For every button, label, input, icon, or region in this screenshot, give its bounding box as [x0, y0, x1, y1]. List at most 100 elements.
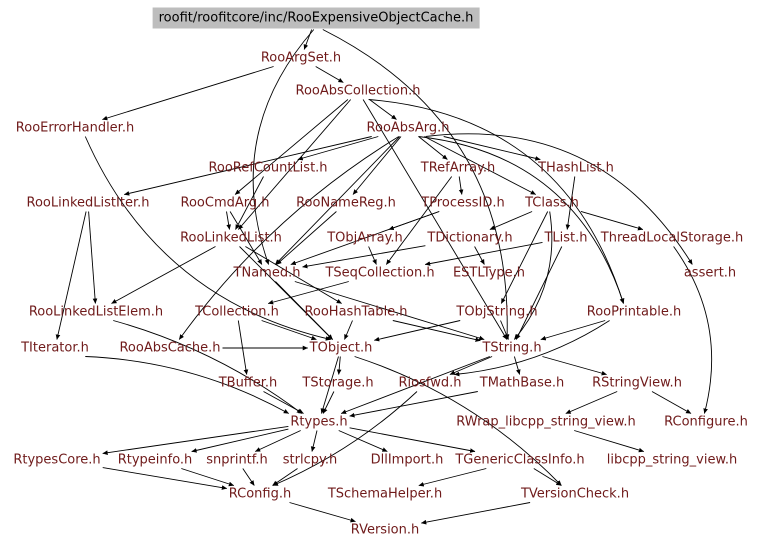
edge-rooabscollection-roolinkedlist	[237, 99, 352, 230]
edge-tstring-riosfwd	[449, 356, 493, 375]
edge-rooabsarg-roorefcountlist	[297, 136, 379, 161]
edge-rooabscollection-rooabsarg	[369, 99, 397, 120]
node-assert[interactable]: assert.h	[683, 265, 737, 281]
edge-titerator-rtypes	[85, 356, 289, 414]
node-tobjarray[interactable]: TObjArray.h	[327, 230, 403, 246]
edge-tstorage-rtypes	[322, 391, 335, 414]
edge-tversioncheck-rversion	[421, 502, 531, 525]
edge-tobject-rtypes	[320, 356, 339, 414]
edge-tprocessid-tnamed	[290, 211, 440, 266]
node-rwrap[interactable]: RWrap_libcpp_string_view.h	[456, 414, 636, 430]
node-rconfigure[interactable]: RConfigure.h	[664, 414, 748, 430]
edge-tclass-threadlocalstorage	[580, 210, 644, 231]
node-tmathbase[interactable]: TMathBase.h	[479, 375, 565, 391]
node-rstringview[interactable]: RStringView.h	[592, 375, 682, 391]
edge-threadlocalstorage-rconfigure	[673, 246, 713, 414]
edge-rooabsarg-tnamed	[274, 136, 401, 265]
node-tbuffer[interactable]: TBuffer.h	[218, 375, 278, 391]
node-tstring[interactable]: TString.h	[482, 340, 542, 356]
node-roolinkedlist[interactable]: RooLinkedList.h	[180, 230, 282, 246]
edge-roolinkedlistelem-rtypes	[113, 320, 303, 414]
node-tversioncheck[interactable]: TVersionCheck.h	[520, 486, 630, 502]
edge-tclass-tdictionary	[489, 211, 533, 230]
node-roolinkedlistelem[interactable]: RooLinkedListElem.h	[28, 304, 164, 320]
node-strlcpy[interactable]: strlcpy.h	[282, 452, 338, 468]
edge-rooabscollection-tstring	[362, 99, 508, 340]
edge-snprintf-rconfig	[242, 468, 255, 486]
node-tobjstring[interactable]: TObjString.h	[456, 304, 538, 320]
node-titerator[interactable]: TIterator.h	[21, 340, 89, 356]
edge-rooabsarg-tclass	[424, 136, 536, 195]
node-trefarray[interactable]: TRefArray.h	[420, 160, 496, 176]
node-tclass[interactable]: TClass.h	[525, 195, 579, 211]
edge-tnamed-tobject	[275, 281, 333, 340]
edge-trefarray-tprocessid	[458, 176, 464, 195]
node-tobject[interactable]: TObject.h	[309, 340, 373, 356]
node-rooabsarg[interactable]: RooAbsArg.h	[366, 120, 450, 136]
edge-rooargset-rooabscollection	[315, 66, 344, 83]
edge-tobject-tstorage	[336, 356, 342, 375]
node-rtypeinfo[interactable]: Rtypeinfo.h	[117, 452, 193, 468]
edge-tobjstring-tstring	[500, 320, 509, 340]
edge-tstring-rstringview	[542, 356, 607, 376]
edge-tcollection-tbuffer	[237, 320, 249, 375]
edge-trefarray-tseqcollection	[385, 176, 453, 265]
node-tstorage[interactable]: TStorage.h	[302, 375, 374, 391]
node-rconfig[interactable]: RConfig.h	[228, 486, 292, 502]
node-tseqcollection[interactable]: TSeqCollection.h	[325, 265, 435, 281]
node-tschemahelper[interactable]: TSchemaHelper.h	[327, 486, 443, 502]
edge-tobject-tversioncheck	[354, 356, 562, 486]
node-tprocessid[interactable]: TProcessID.h	[421, 195, 505, 211]
node-roohashtable[interactable]: RooHashTable.h	[304, 304, 408, 320]
edge-roohashtable-tobject	[344, 320, 353, 340]
node-tdictionary[interactable]: TDictionary.h	[427, 230, 513, 246]
node-rooabscollection[interactable]: RooAbsCollection.h	[295, 83, 421, 99]
edge-tseqcollection-tcollection	[267, 281, 349, 305]
node-riosfwd[interactable]: Riosfwd.h	[398, 375, 462, 391]
node-rooargset[interactable]: RooArgSet.h	[260, 50, 342, 66]
edge-rtypes-dllimport	[338, 430, 388, 452]
node-tnamed[interactable]: TNamed.h	[233, 265, 301, 281]
node-rooprintable[interactable]: RooPrintable.h	[586, 304, 682, 320]
edge-roolinkedlistiter-titerator	[55, 211, 87, 340]
edge-tdictionary-estltype	[474, 246, 485, 265]
node-dllimport[interactable]: DllImport.h	[370, 452, 444, 468]
edge-tclass-tstring	[513, 211, 553, 340]
node-roolinkedlistiter[interactable]: RooLinkedListIter.h	[26, 195, 150, 211]
node-estltype[interactable]: ESTLType.h	[452, 265, 526, 281]
node-rversion[interactable]: RVersion.h	[350, 522, 420, 538]
edge-expensive-rooargset	[303, 29, 313, 50]
edge-rstringview-rconfigure	[651, 391, 692, 414]
edge-rooerrorhandler-tobject	[84, 136, 331, 341]
edge-roonamereg-tnamed	[276, 211, 337, 265]
edge-roolinkedlist-roohashtable	[245, 246, 342, 304]
node-rooerrorhandler[interactable]: RooErrorHandler.h	[15, 120, 135, 136]
node-thashlist[interactable]: THashList.h	[538, 160, 614, 176]
node-roorefcountlist[interactable]: RooRefCountList.h	[208, 160, 328, 176]
node-snprintf[interactable]: snprintf.h	[206, 452, 268, 468]
node-rtypes[interactable]: Rtypes.h	[290, 414, 348, 430]
edge-rooabscollection-roocmdarg	[234, 99, 349, 195]
edge-rtypes-rtypescore	[102, 425, 289, 455]
node-tcollection[interactable]: TCollection.h	[195, 304, 279, 320]
node-roonamereg[interactable]: RooNameReg.h	[296, 195, 396, 211]
edge-tdictionary-tnamed	[302, 245, 426, 269]
edge-rtypes-snprintf	[255, 430, 301, 452]
edge-rooabsarg-assert	[425, 133, 693, 265]
node-tlist[interactable]: TList.h	[544, 230, 588, 246]
edge-tobjstring-tobject	[374, 320, 461, 342]
edge-roohashtable-tstring	[392, 320, 481, 342]
edge-strlcpy-rconfig	[272, 468, 298, 486]
node-libcpp[interactable]: libcpp_string_view.h	[606, 452, 738, 468]
node-threadlocalstorage[interactable]: ThreadLocalStorage.h	[600, 230, 744, 246]
edge-tgenericclassinfo-tschemahelper	[418, 468, 487, 487]
node-tgenericclassinfo[interactable]: TGenericClassInfo.h	[455, 452, 585, 468]
node-roocmdarg[interactable]: RooCmdArg.h	[180, 195, 270, 211]
edge-rooabsarg-thashlist	[443, 136, 541, 161]
node-rooabscache[interactable]: RooAbsCache.h	[119, 340, 221, 356]
edge-roocmdarg-tnamed	[229, 211, 263, 265]
node-rtypescore[interactable]: RtypesCore.h	[13, 452, 101, 468]
edge-tstring-rtypes	[340, 356, 490, 414]
